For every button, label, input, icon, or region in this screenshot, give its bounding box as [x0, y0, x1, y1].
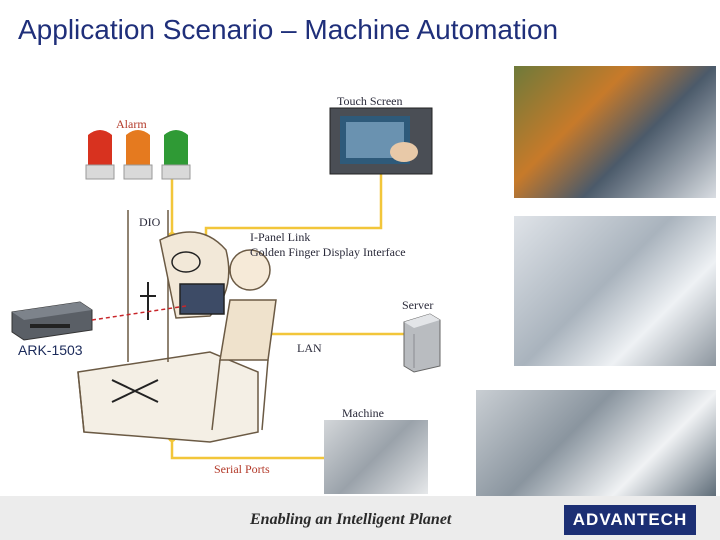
- ipanel-link-label: I-Panel Link: [250, 230, 311, 244]
- alarm-lights: [85, 130, 191, 180]
- alarm-label: Alarm: [116, 117, 147, 131]
- serial-line: [170, 438, 324, 460]
- touch-screen-device: [329, 107, 433, 175]
- golden-finger-label: Golden Finger Display Interface: [250, 245, 406, 259]
- machine-photo: [324, 420, 428, 494]
- ark-to-panel-line: [91, 305, 187, 321]
- packaging-machine-photo: [514, 216, 716, 366]
- serial-ports-label: Serial Ports: [214, 462, 270, 476]
- machine-label: Machine: [342, 406, 384, 420]
- operator-photo: [476, 390, 716, 496]
- robot-arm-photo: [514, 66, 716, 198]
- ark-1503-label: ARK-1503: [18, 342, 83, 358]
- alarm-light-orange: [123, 130, 153, 180]
- touch-screen-label: Touch Screen: [337, 94, 403, 108]
- server-label: Server: [402, 298, 434, 312]
- operator-sketch: [77, 210, 277, 443]
- lan-label: LAN: [297, 341, 322, 355]
- alarm-light-green: [161, 130, 191, 180]
- ark-1503-device: [11, 301, 93, 341]
- dio-label: DIO: [139, 215, 161, 229]
- server-device: [403, 313, 441, 373]
- slide-title: Application Scenario – Machine Automatio…: [18, 14, 559, 45]
- alarm-light-red: [85, 130, 115, 180]
- footer-tagline: Enabling an Intelligent Planet: [250, 511, 452, 528]
- advantech-logo: ADVANTECH: [564, 505, 696, 535]
